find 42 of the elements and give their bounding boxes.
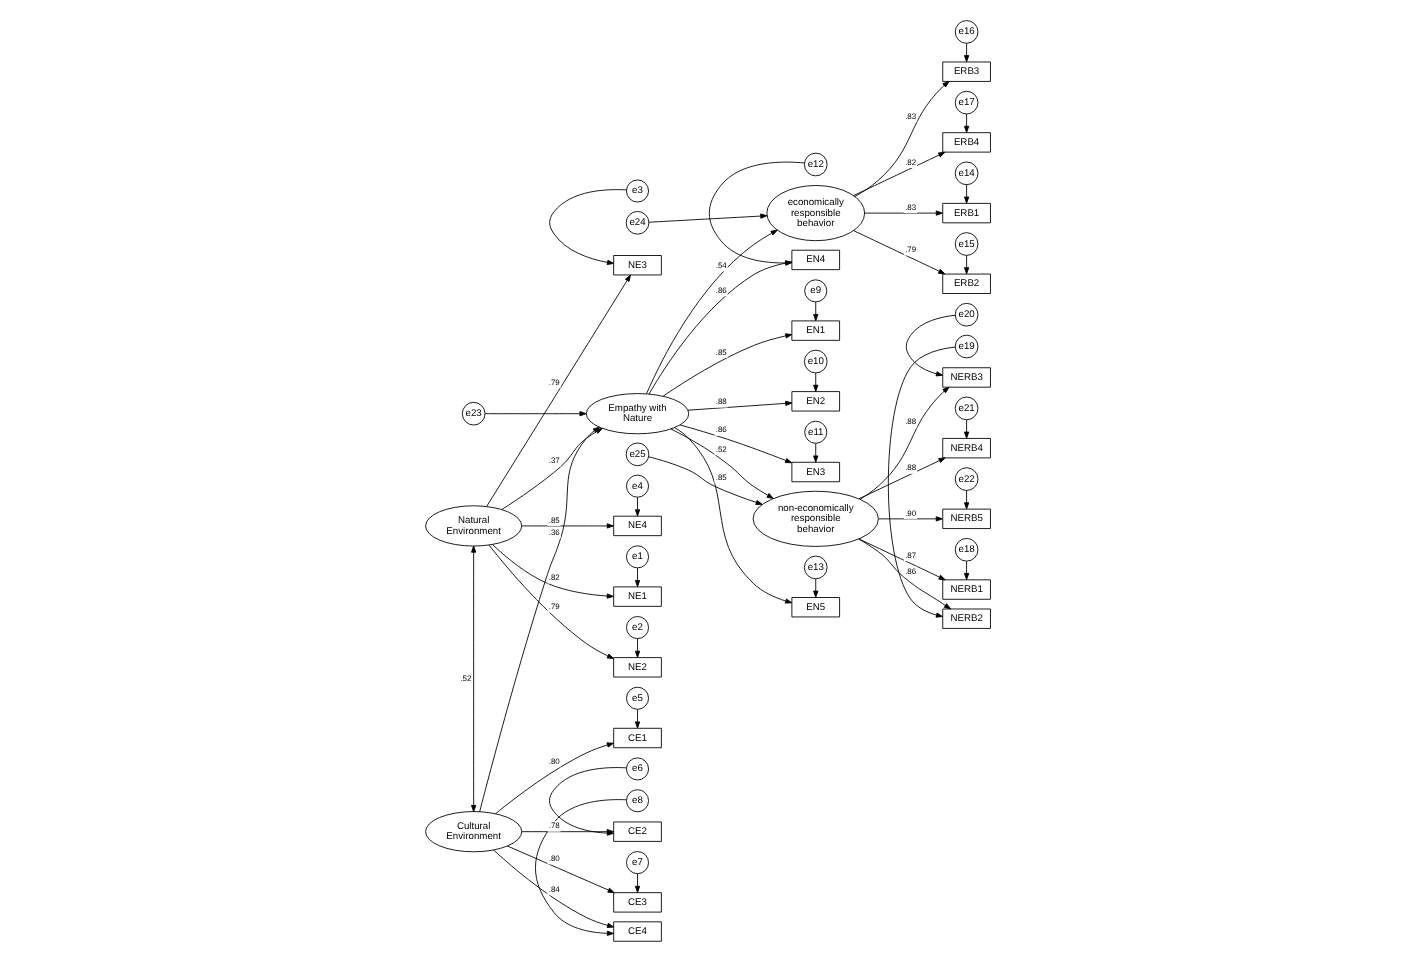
- arrow: [634, 709, 641, 729]
- arrow: [634, 496, 641, 517]
- arrow: [859, 386, 950, 500]
- arrow: [813, 301, 819, 322]
- arrow: [813, 578, 819, 598]
- arrow: [864, 210, 943, 216]
- arrow: [853, 151, 946, 197]
- arrow: [905, 314, 956, 377]
- arrow: [484, 411, 587, 417]
- arrow: [853, 230, 946, 275]
- arrow: [648, 456, 763, 505]
- arrow: [634, 873, 641, 893]
- arrow: [878, 516, 943, 522]
- arrow: [854, 81, 950, 197]
- arrow: [486, 274, 631, 507]
- arrow: [488, 544, 615, 659]
- arrow: [858, 538, 952, 610]
- arrow: [858, 457, 946, 500]
- arrow: [535, 799, 627, 936]
- arrow: [634, 638, 641, 658]
- arrow: [813, 443, 819, 463]
- arrow: [479, 426, 600, 812]
- arrow: [670, 428, 774, 499]
- arrow: [964, 113, 970, 133]
- arrow: [634, 567, 641, 588]
- arrow: [492, 544, 614, 599]
- arrow: [813, 372, 819, 392]
- arrow: [964, 42, 970, 63]
- arrow: [521, 523, 614, 529]
- arrow: [495, 742, 614, 815]
- arrow: [964, 560, 970, 581]
- arrow: [549, 189, 627, 265]
- arrow: [471, 545, 477, 813]
- arrow: [687, 400, 793, 411]
- arrow: [648, 213, 768, 223]
- arrow: [964, 419, 970, 439]
- arrow: [964, 255, 970, 275]
- arrow: [964, 490, 970, 510]
- arrow: [646, 229, 778, 395]
- arrow: [887, 346, 956, 618]
- arrow: [662, 333, 793, 397]
- arrow: [964, 184, 970, 204]
